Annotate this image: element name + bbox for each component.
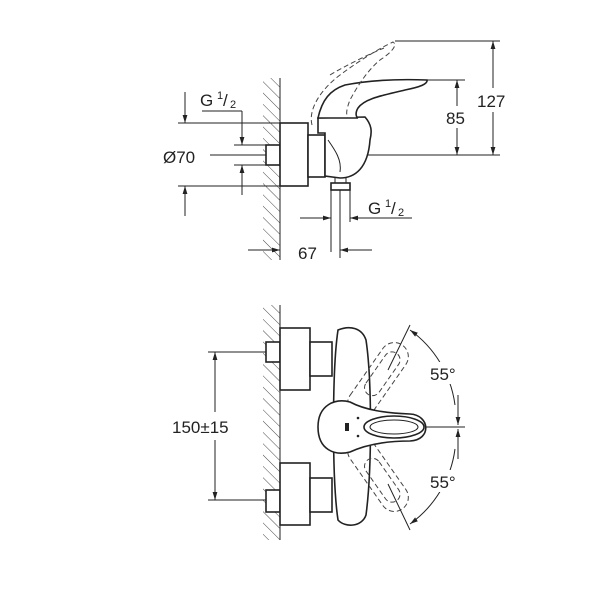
connector [307, 134, 326, 178]
angle-up-label: 55° [430, 365, 456, 384]
svg-text:G: G [368, 199, 381, 218]
svg-text:2: 2 [230, 99, 236, 111]
svg-text:G: G [200, 91, 213, 110]
wall-flange [279, 122, 309, 187]
svg-text:2: 2 [398, 207, 404, 219]
handle-raised-position [310, 41, 396, 126]
outlet-thread-label: G 1 / 2 [368, 198, 404, 219]
handle-slot [363, 415, 425, 439]
wall-hatching [263, 305, 280, 540]
svg-text:/: / [223, 91, 228, 110]
dim-diameter: Ø70 [163, 148, 195, 167]
front-view: 55° 55° 150±15 [172, 305, 470, 540]
dim-handle-height: 85 [446, 109, 465, 128]
svg-text:1: 1 [385, 198, 391, 210]
dim-spacing: 150±15 [172, 418, 229, 437]
lower-flange [279, 462, 311, 526]
dim-total-height: 127 [477, 92, 505, 111]
svg-text:/: / [391, 199, 396, 218]
handle [317, 78, 428, 119]
inlet-nut [265, 144, 281, 166]
svg-text:1: 1 [217, 90, 223, 102]
wall-hatching [263, 78, 280, 260]
inlet-thread-label: G 1 / 2 [200, 90, 236, 111]
faucet-body [317, 116, 372, 179]
dim-projection: 67 [298, 244, 317, 263]
outlet-nut [330, 182, 351, 191]
angle-down-label: 55° [430, 473, 456, 492]
side-view: 127 85 Ø70 G 1 / 2 G 1 / 2 [163, 40, 505, 263]
upper-flange [279, 327, 311, 391]
